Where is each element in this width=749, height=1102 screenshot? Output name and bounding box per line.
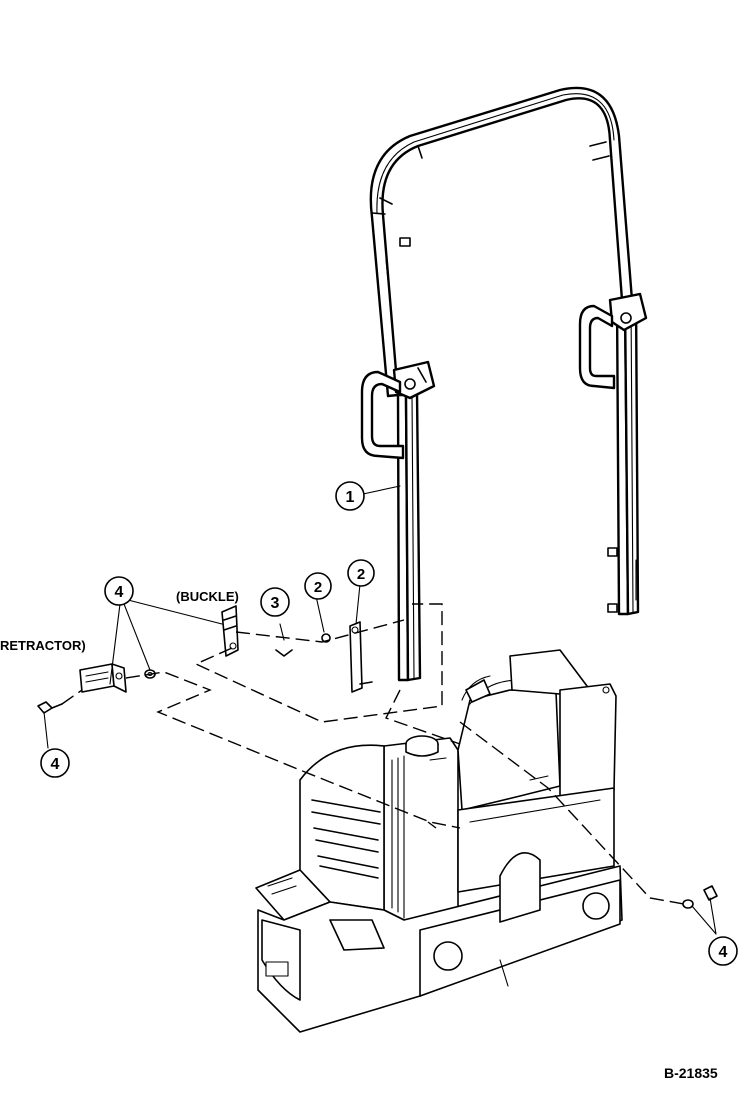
retractor-label: RETRACTOR) [0,638,86,653]
callout-2b: 2 [347,559,375,587]
callout-4-right: 4 [708,936,738,966]
callout-4-left-bottom: 4 [40,748,70,778]
figure-id-label: B-21835 [664,1065,718,1081]
callout-2a-label: 2 [314,579,322,596]
retractor-bracket [79,663,127,693]
leader-lines [43,485,717,935]
callout-3: 3 [260,587,290,617]
callout-2a: 2 [304,572,332,600]
buckle-bracket [221,605,239,657]
callout-3-label: 3 [271,595,280,612]
bolt-right [682,885,718,909]
machine-chassis [255,649,623,1033]
rops-frame [360,86,648,682]
callout-2b-label: 2 [357,566,365,583]
callout-4-left-bottom-label: 4 [51,756,60,773]
callout-4-left-top-label: 4 [115,584,124,601]
screw-part-3 [275,623,293,657]
bolt-left [37,701,63,714]
buckle-label: (BUCKLE) [176,589,239,604]
assembly-dashed-lines [61,603,685,905]
callout-1: 1 [335,481,365,511]
callout-4-right-label: 4 [719,944,728,961]
callout-1-label: 1 [346,489,355,506]
bracket-part-2 [349,621,373,693]
seat-belts [461,675,549,781]
callout-4-left-top: 4 [104,576,134,606]
